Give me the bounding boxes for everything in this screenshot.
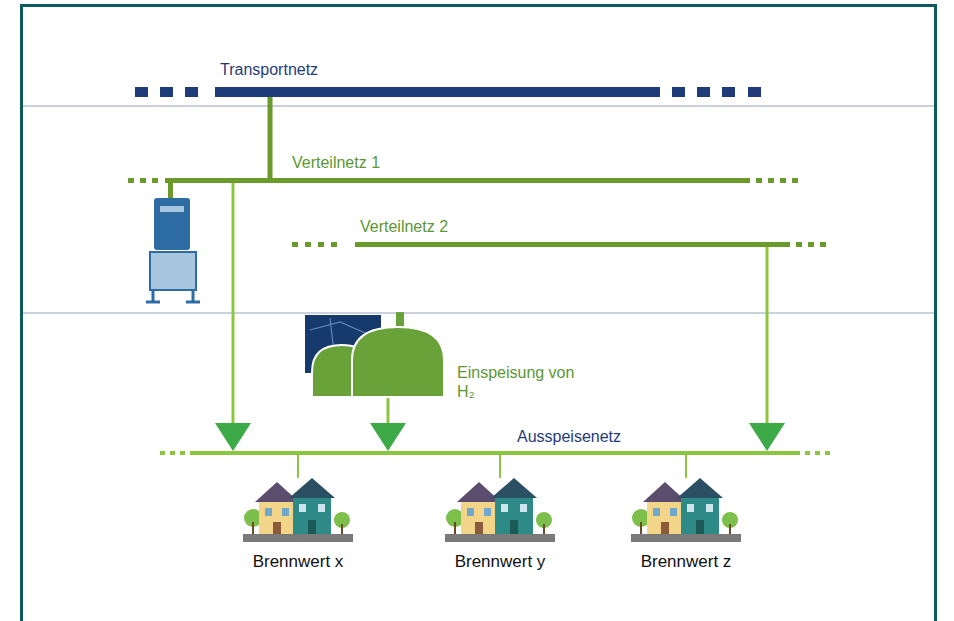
house-group — [243, 478, 353, 542]
pipe-dots — [160, 451, 830, 455]
exit-pipe: Ausspeisenetz — [190, 451, 800, 455]
node-label: Verteilnetz 2 — [360, 217, 448, 236]
arrow-head — [749, 423, 785, 451]
connector-line — [387, 398, 390, 425]
house-group — [445, 478, 555, 542]
transport-pipe: Transportnetz — [215, 87, 660, 97]
node-label: Brennwert y — [430, 552, 570, 572]
distribution-pipe: Verteilnetz 2 — [355, 242, 790, 247]
layer-line — [23, 105, 934, 107]
node-label: Verteilnetz 1 — [292, 153, 380, 172]
connector-line — [685, 455, 687, 478]
distribution-pipe: Verteilnetz 1 — [165, 178, 750, 183]
pipe-connector — [500, 455, 501, 478]
pipe-connector — [298, 455, 299, 478]
node-label: Brennwert z — [616, 552, 756, 572]
house-group: Brennwert y — [445, 478, 555, 542]
compressor-station — [146, 183, 200, 302]
hydrogen-feed-plant: Einspeisung von H₂ — [305, 313, 447, 398]
biogas-plant — [305, 312, 444, 397]
house-group: Brennwert x — [243, 478, 353, 542]
house-group: Brennwert z — [631, 478, 741, 542]
frame — [22, 6, 936, 621]
pipe-connector — [215, 183, 251, 451]
connector-line — [268, 97, 273, 178]
pipe-connector — [270, 97, 271, 178]
connector-line — [232, 183, 235, 425]
house-group — [631, 478, 741, 542]
connector-line — [766, 247, 769, 425]
connector-line — [297, 455, 299, 478]
node-label: Einspeisung von H₂ — [457, 363, 592, 401]
node-label: Transportnetz — [220, 60, 318, 79]
layer-line — [23, 312, 934, 314]
node-label: Ausspeisenetz — [517, 427, 621, 446]
pipe-connector — [749, 247, 785, 451]
connector-line — [499, 455, 501, 478]
pipe-connector — [686, 455, 687, 478]
pipe-connector — [370, 398, 406, 451]
arrow-head — [215, 423, 251, 451]
arrow-head — [370, 423, 406, 451]
pipe-dashes — [135, 87, 761, 97]
node-label: Brennwert x — [228, 552, 368, 572]
